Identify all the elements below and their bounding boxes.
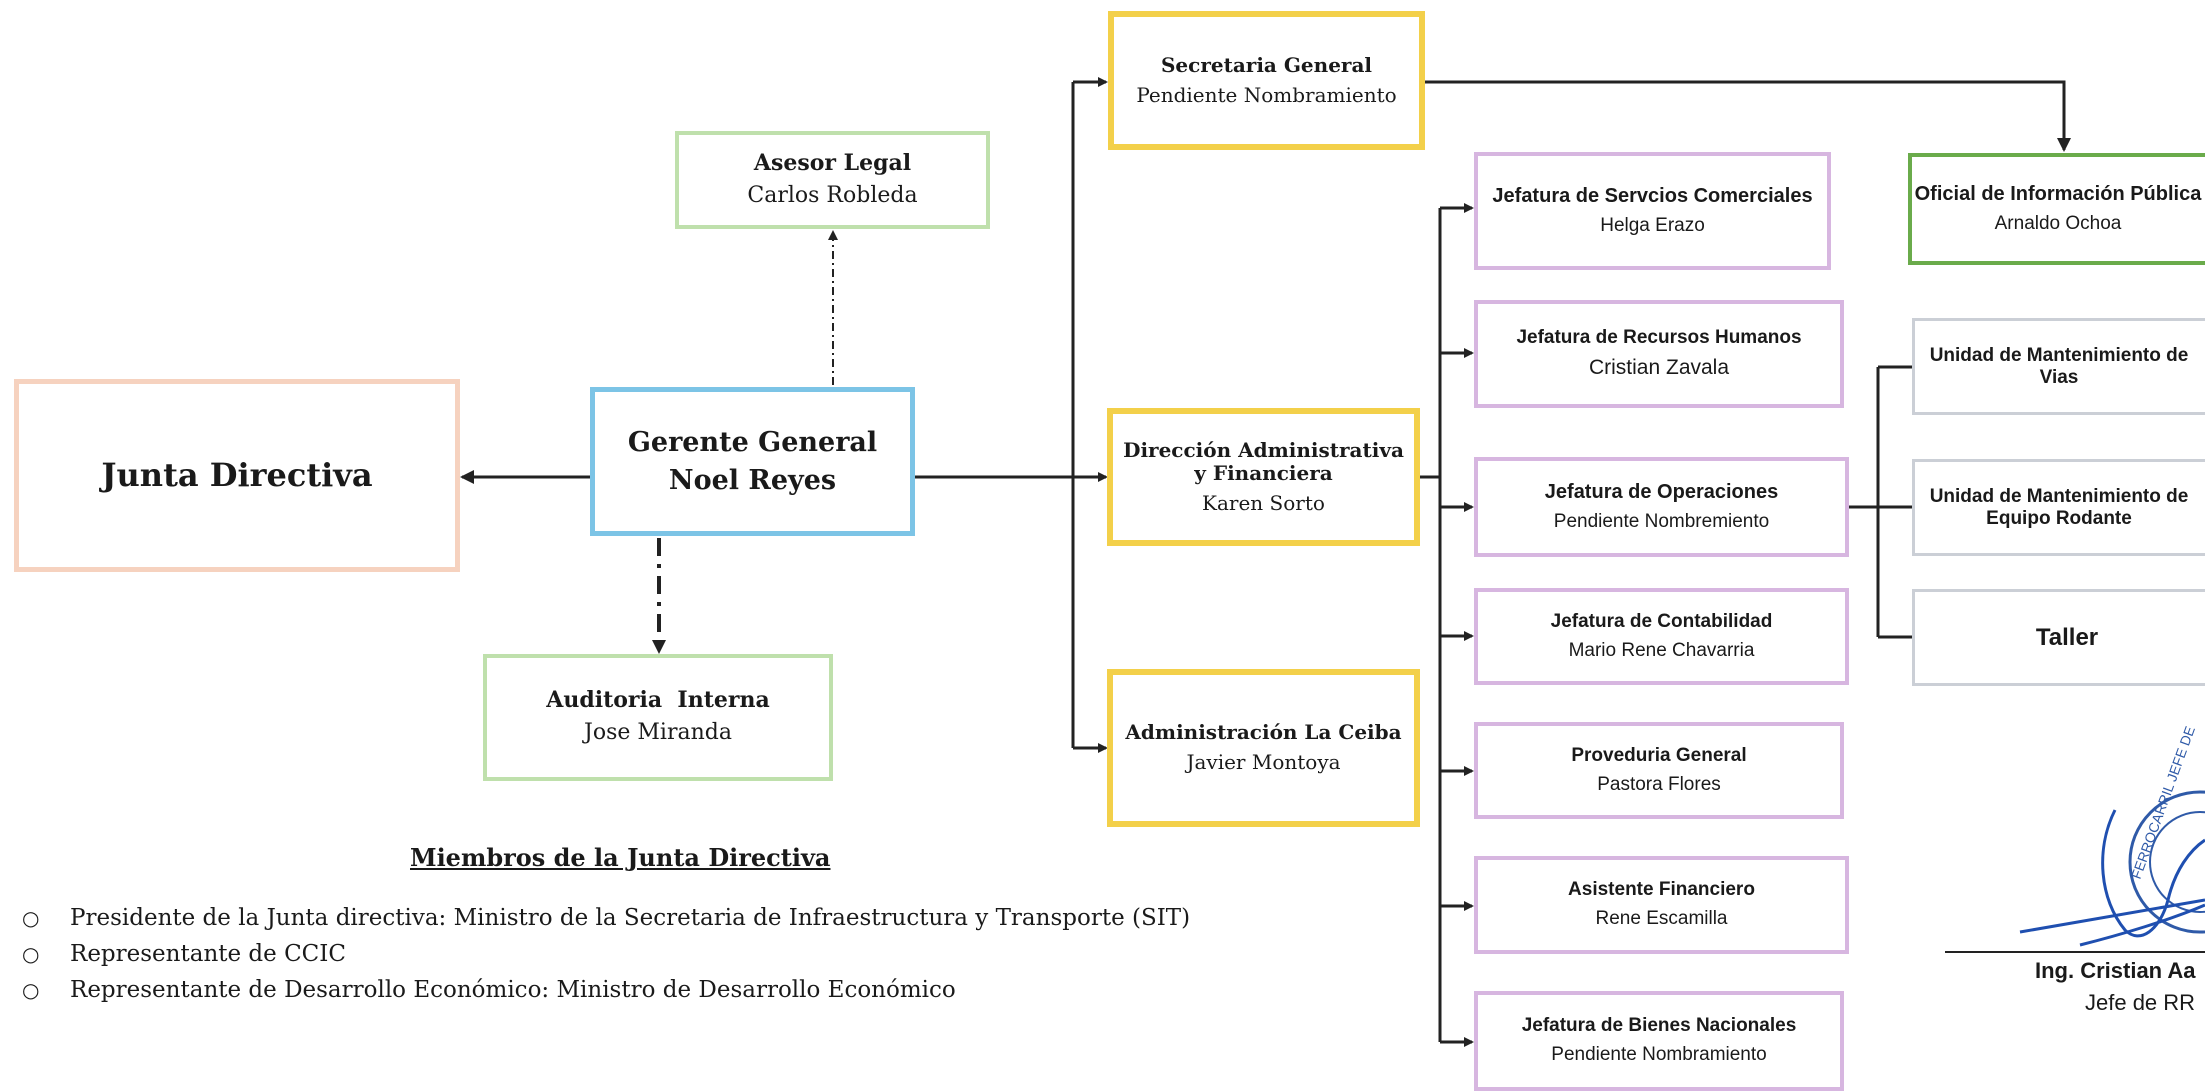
members-list: ○ Presidente de la Junta directiva: Minis… bbox=[22, 900, 1190, 1008]
dept-box-bienes-nacionales[interactable]: Jefatura de Bienes Nacionales Pendiente … bbox=[1474, 991, 1844, 1091]
dept-name: Rene Escamilla bbox=[1595, 908, 1728, 930]
member-text: Representante de CCIC bbox=[70, 941, 346, 967]
dept-name: Pastora Flores bbox=[1597, 773, 1721, 795]
dept-name: Pendiente Nombremiento bbox=[1553, 510, 1770, 532]
member-text: Representante de Desarrollo Económico: M… bbox=[70, 977, 956, 1003]
signer-role: Jefe de RR bbox=[2085, 990, 2196, 1015]
dept-title: Jefatura de Recursos Humanos bbox=[1516, 326, 1802, 348]
general-manager-name: Noel Reyes bbox=[668, 464, 837, 496]
general-manager-title: Gerente General bbox=[627, 427, 878, 459]
dept-title: Jefatura de Contabilidad bbox=[1550, 610, 1773, 632]
unit-box-mantenimiento-vias[interactable]: Unidad de Mantenimiento de Vias bbox=[1912, 318, 2205, 415]
oficial-title: Oficial de Información Pública bbox=[1914, 182, 2202, 205]
dept-name: Cristian Zavala bbox=[1588, 355, 1730, 379]
oficial-name: Arnaldo Ochoa bbox=[1994, 212, 2122, 234]
members-heading: Miembros de la Junta Directiva bbox=[410, 843, 831, 872]
dept-title: Jefatura de Bienes Nacionales bbox=[1521, 1015, 1797, 1037]
unit-title: Unidad de Mantenimiento de Vias bbox=[1929, 344, 2189, 388]
unit-title: Taller bbox=[2035, 623, 2099, 651]
ceiba-name: Javier Montoya bbox=[1186, 750, 1341, 774]
handwritten-signature-icon bbox=[2019, 809, 2205, 947]
direccion-box[interactable]: Dirección Administrativa y Financiera Ka… bbox=[1107, 408, 1420, 546]
circle-bullet-icon: ○ bbox=[22, 942, 40, 966]
dept-box-proveduria[interactable]: Proveduria General Pastora Flores bbox=[1474, 722, 1844, 819]
secretaria-box[interactable]: Secretaria General Pendiente Nombramient… bbox=[1108, 11, 1425, 150]
connector-secretaria-oficial bbox=[1425, 80, 2071, 152]
dept-title: Proveduria General bbox=[1571, 744, 1747, 766]
member-text: Presidente de la Junta directiva: Minist… bbox=[70, 905, 1191, 931]
board-box[interactable]: Junta Directiva bbox=[14, 379, 460, 572]
unit-box-mantenimiento-equipo[interactable]: Unidad de Mantenimiento de Equipo Rodant… bbox=[1912, 459, 2205, 556]
internal-audit-box[interactable]: Auditoria Interna Jose Miranda bbox=[483, 654, 833, 781]
dept-title: Jefatura de Operaciones bbox=[1544, 480, 1779, 503]
dept-box-servicios-comerciales[interactable]: Jefatura de Servcios Comerciales Helga E… bbox=[1474, 152, 1831, 270]
general-manager-box[interactable]: Gerente General Noel Reyes bbox=[590, 387, 915, 536]
list-item: ○ Representante de Desarrollo Económico: … bbox=[22, 972, 1190, 1008]
unit-title: Unidad de Mantenimiento de Equipo Rodant… bbox=[1929, 485, 2189, 529]
dept-box-recursos-humanos[interactable]: Jefatura de Recursos Humanos Cristian Za… bbox=[1474, 300, 1844, 408]
legal-advisor-name: Carlos Robleda bbox=[747, 182, 918, 208]
internal-audit-name: Jose Miranda bbox=[584, 720, 732, 746]
dept-name: Pendiente Nombramiento bbox=[1551, 1044, 1767, 1066]
unit-box-taller[interactable]: Taller bbox=[1912, 589, 2205, 686]
legal-advisor-title: Asesor Legal bbox=[753, 149, 912, 176]
ceiba-box[interactable]: Administración La Ceiba Javier Montoya bbox=[1107, 669, 1420, 827]
dept-box-operaciones[interactable]: Jefatura de Operaciones Pendiente Nombre… bbox=[1474, 457, 1849, 557]
internal-audit-title: Auditoria Interna bbox=[546, 687, 770, 714]
dept-name: Helga Erazo bbox=[1600, 214, 1705, 236]
direccion-name: Karen Sorto bbox=[1202, 490, 1325, 515]
dept-box-asistente-financiero[interactable]: Asistente Financiero Rene Escamilla bbox=[1474, 856, 1849, 954]
list-item: ○ Presidente de la Junta directiva: Minis… bbox=[22, 900, 1190, 936]
secretaria-name: Pendiente Nombramiento bbox=[1136, 82, 1397, 107]
list-item: ○ Representante de CCIC bbox=[22, 936, 1190, 972]
circle-bullet-icon: ○ bbox=[22, 906, 40, 930]
legal-advisor-box[interactable]: Asesor Legal Carlos Robleda bbox=[675, 131, 990, 229]
signer-name: Ing. Cristian Aa bbox=[2035, 958, 2196, 983]
ceiba-title: Administración La Ceiba bbox=[1125, 720, 1402, 744]
dept-box-contabilidad[interactable]: Jefatura de Contabilidad Mario Rene Chav… bbox=[1474, 588, 1849, 685]
dept-name: Mario Rene Chavarria bbox=[1568, 639, 1755, 661]
dept-title: Asistente Financiero bbox=[1568, 879, 1755, 901]
secretaria-title: Secretaria General bbox=[1160, 52, 1373, 77]
oficial-informacion-box[interactable]: Oficial de Información Pública Arnaldo O… bbox=[1908, 153, 2205, 265]
direccion-title: Dirección Administrativa y Financiera bbox=[1123, 437, 1404, 485]
board-title: Junta Directiva bbox=[101, 456, 373, 495]
dept-title: Jefatura de Servcios Comerciales bbox=[1492, 184, 1813, 207]
circle-bullet-icon: ○ bbox=[22, 978, 40, 1002]
